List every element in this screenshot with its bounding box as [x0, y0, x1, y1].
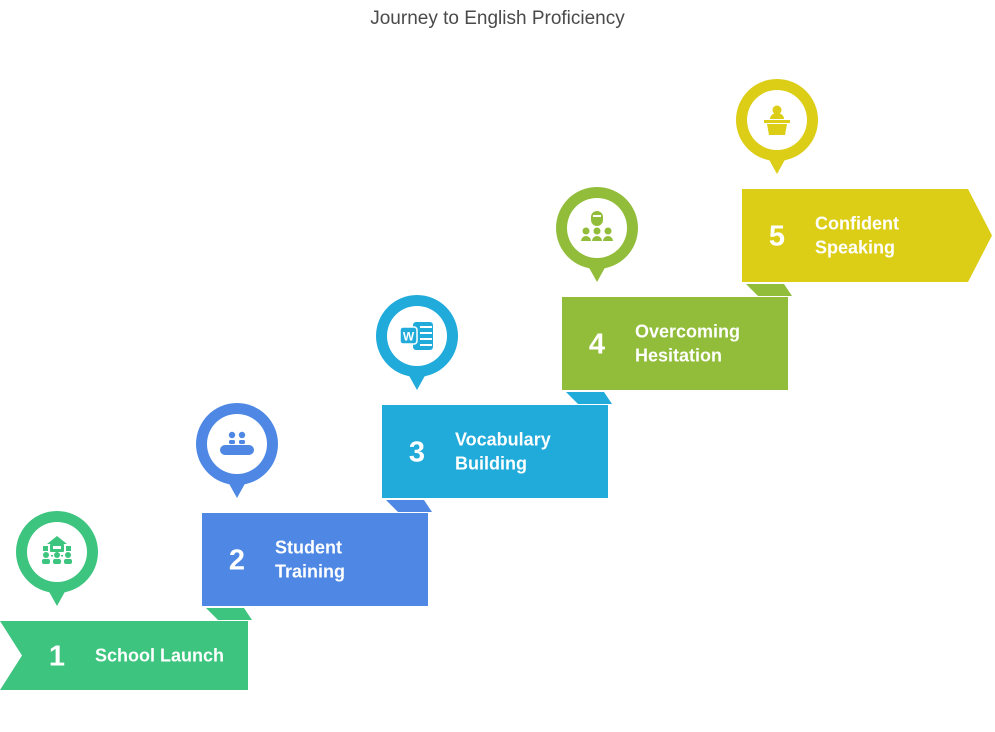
- step-label: Speaking: [815, 238, 895, 258]
- step-label: Vocabulary: [455, 430, 551, 450]
- step-label: Training: [275, 562, 345, 582]
- speaker-podium-icon: [764, 105, 790, 135]
- presenter-audience-icon: [581, 211, 613, 241]
- step-4-pin: [556, 187, 638, 282]
- step-2-box: [202, 513, 428, 606]
- svg-text:W: W: [403, 330, 415, 344]
- connector-1: [206, 608, 252, 620]
- word-document-icon: W: [399, 322, 433, 350]
- step-label: Confident: [815, 214, 899, 234]
- step-5-box: [742, 189, 992, 282]
- step-4-box: [562, 297, 788, 390]
- step-label: Student: [275, 538, 342, 558]
- connector-4: [746, 284, 792, 296]
- connector-3: [566, 392, 612, 404]
- connector-2: [386, 500, 432, 512]
- step-number: 5: [769, 221, 785, 253]
- step-number: 1: [49, 641, 65, 673]
- school-icon: [42, 536, 72, 564]
- step-1-pin: [16, 511, 98, 606]
- step-label: School Launch: [95, 646, 224, 666]
- step-5-pin: [736, 79, 818, 174]
- step-label: Hesitation: [635, 346, 722, 366]
- step-3-pin: W: [376, 295, 458, 390]
- step-label: Building: [455, 454, 527, 474]
- diagram-title: Journey to English Proficiency: [370, 8, 625, 29]
- step-label: Overcoming: [635, 322, 740, 342]
- step-number: 3: [409, 437, 425, 469]
- step-2-pin: [196, 403, 278, 498]
- step-number: 4: [589, 329, 605, 361]
- step-3-box: [382, 405, 608, 498]
- step-1: 1 School Launch: [0, 511, 248, 690]
- students-at-desk-icon: [220, 431, 254, 455]
- step-number: 2: [229, 545, 245, 577]
- step-1-box: [0, 621, 248, 690]
